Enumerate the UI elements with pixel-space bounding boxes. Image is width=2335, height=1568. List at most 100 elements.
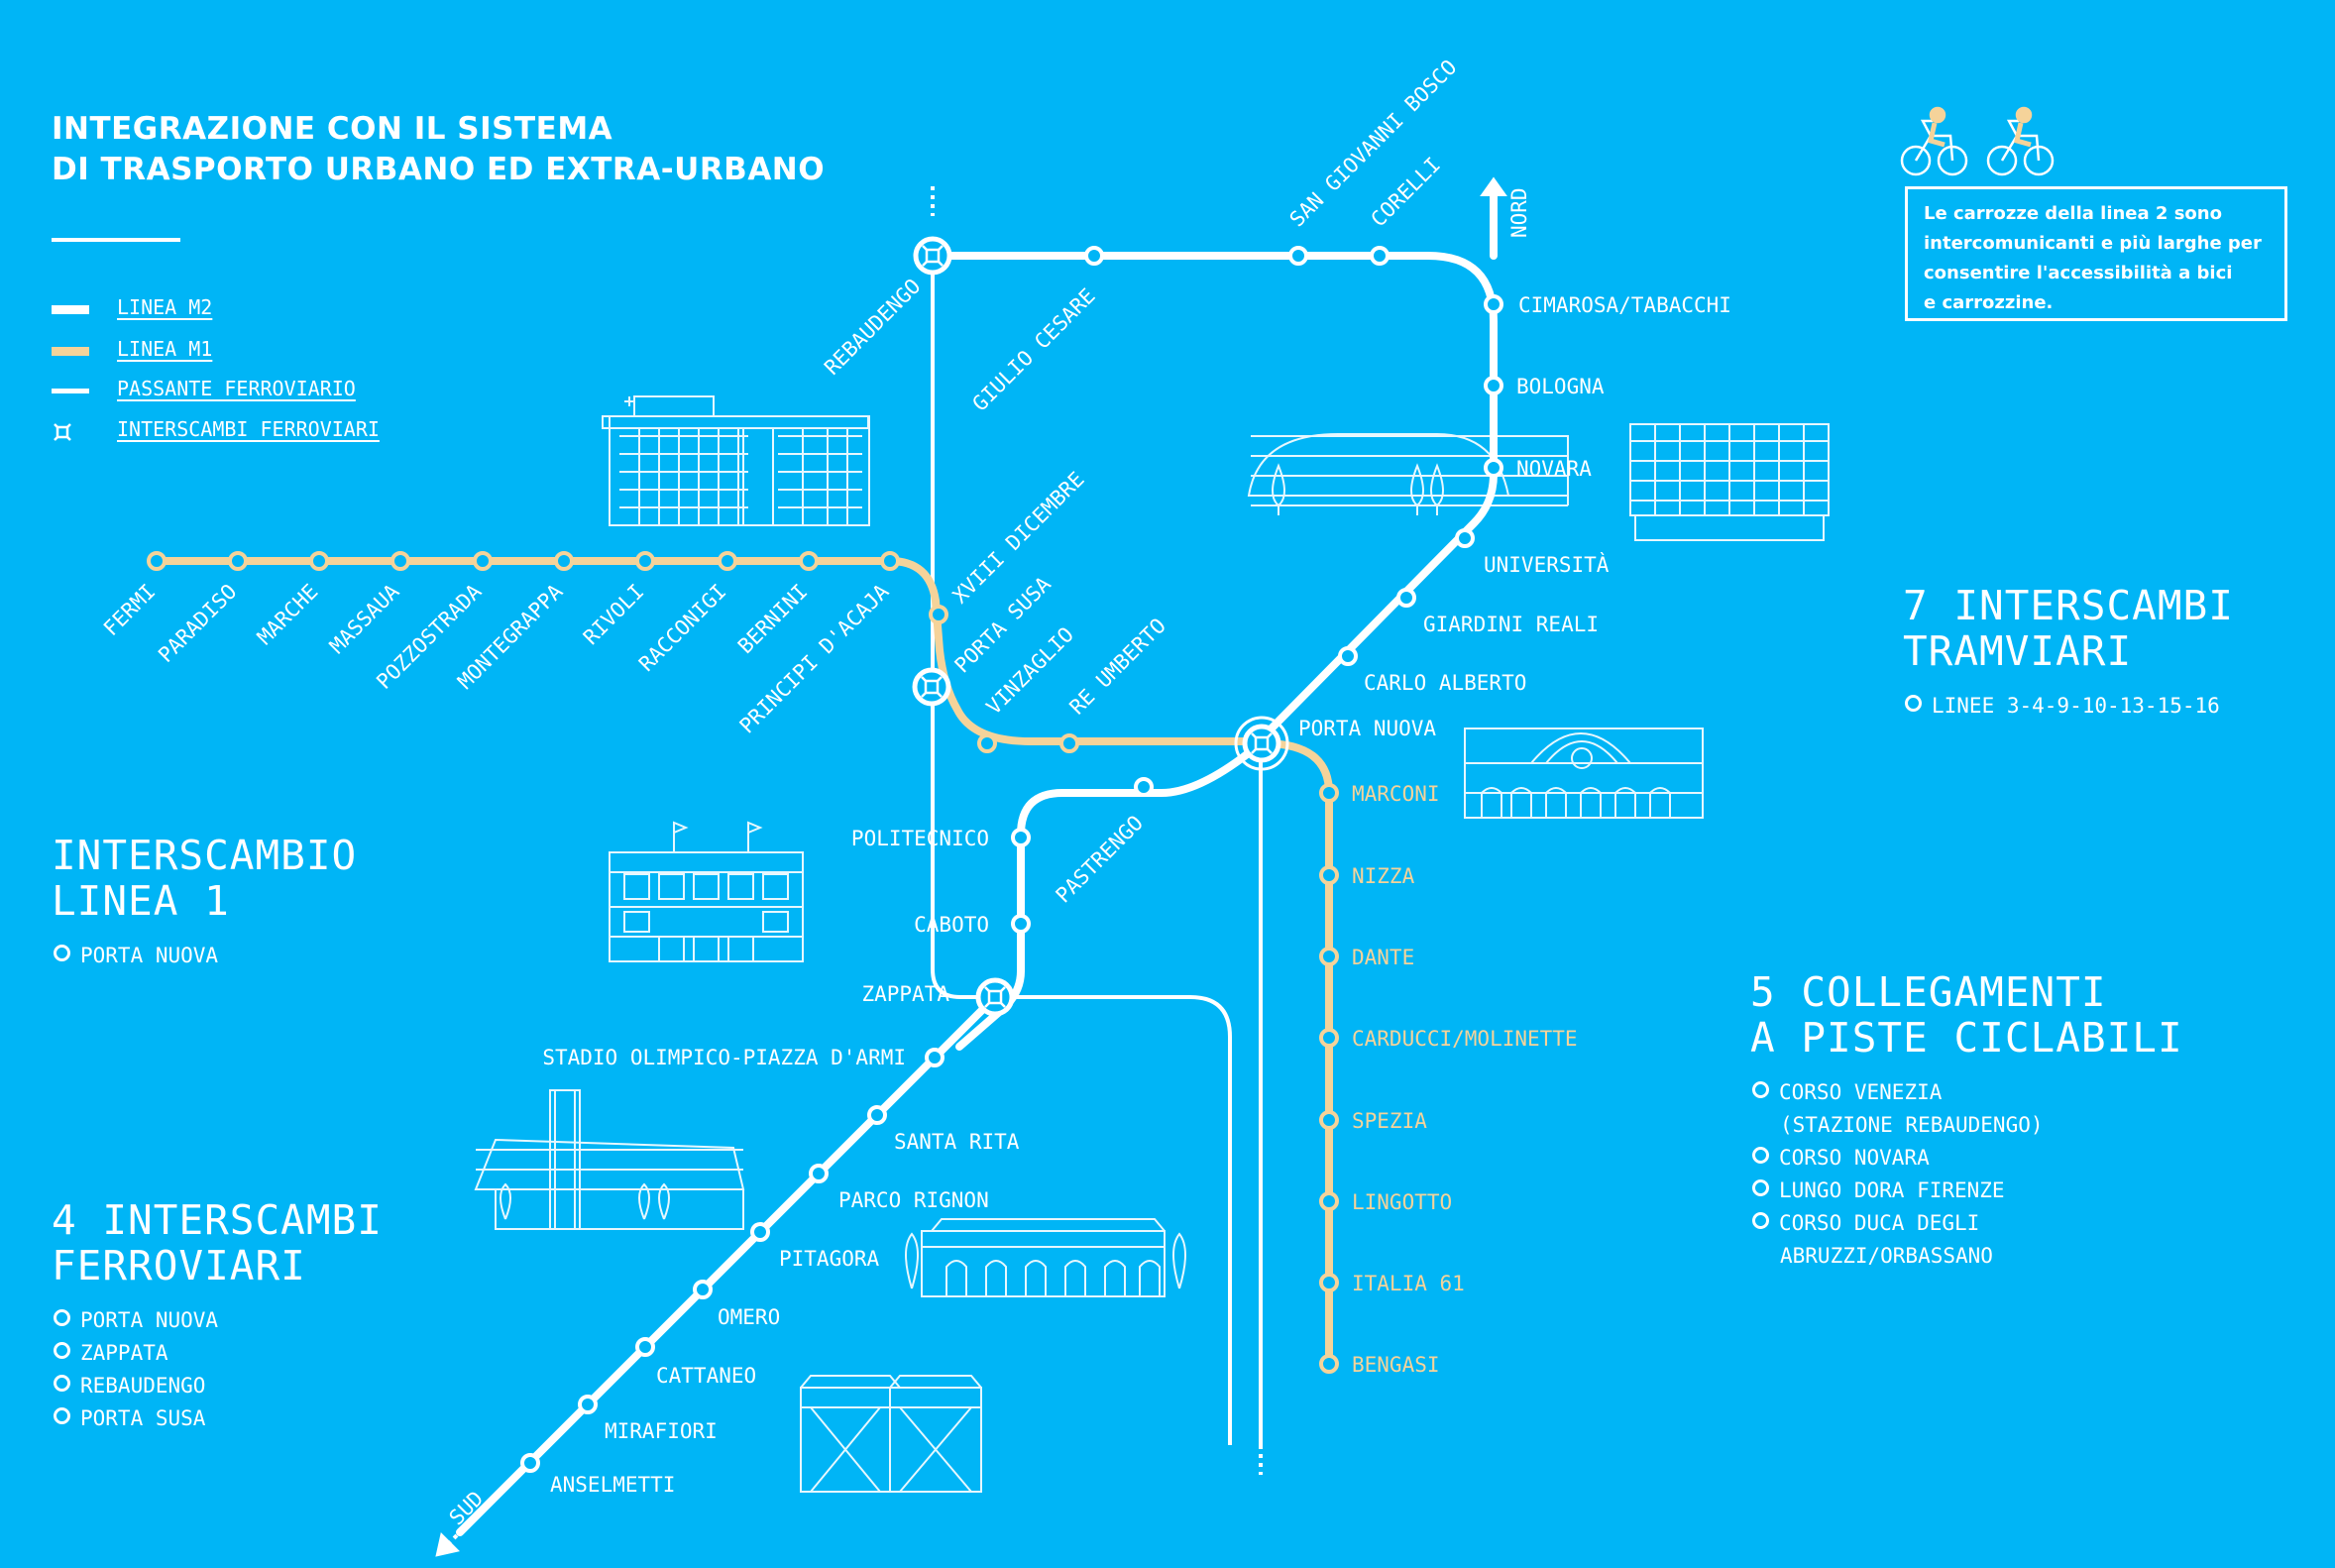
interscambi-tramviari-heading: 7 INTERSCAMBI TRAMVIARI	[1903, 583, 2234, 674]
station-stop-montegrappa[interactable]	[554, 551, 574, 571]
interchange-porta-nuova-icon[interactable]	[1234, 716, 1289, 771]
heading-line-2: LINEA 1	[52, 877, 230, 925]
bike-note-box: Le carrozze della linea 2 sono intercomu…	[1905, 186, 2287, 321]
station-stop-novara[interactable]	[1484, 458, 1503, 478]
station-label: PASTRENGO	[1052, 811, 1148, 907]
station-stop-cimarosa[interactable]	[1484, 294, 1503, 314]
direction-label-north: NORD	[1507, 187, 1531, 238]
station-label: REBAUDENGO	[820, 275, 925, 380]
list-item-label: CORSO NOVARA	[1779, 1146, 1930, 1170]
parco-rignon-building-icon	[905, 1218, 1186, 1297]
station-stop-politecnico[interactable]	[1011, 828, 1031, 847]
station-stop-pastrengo[interactable]	[1134, 777, 1154, 797]
list-item: CORSO NOVARA	[1752, 1146, 1930, 1170]
station-stop-giulio-cesare[interactable]	[1084, 246, 1104, 266]
politecnico-building-icon	[609, 821, 804, 962]
heading-line-1: 5 COLLEGAMENTI	[1750, 968, 2107, 1016]
list-item: PORTA NUOVA	[54, 1308, 218, 1332]
m2-line	[456, 192, 1498, 1536]
cyclists-icon	[1900, 106, 2055, 176]
station-label: SANTA RITA	[894, 1130, 1020, 1154]
station-stop-san-giovanni-bosco[interactable]	[1288, 246, 1308, 266]
station-stop-italia-61[interactable]	[1319, 1273, 1339, 1292]
station-stop-pozzostrada[interactable]	[473, 551, 493, 571]
title-line-1: INTEGRAZIONE CON IL SISTEMA	[52, 111, 613, 147]
station-stop-nizza[interactable]	[1319, 865, 1339, 885]
interchange-rebaudengo-icon[interactable]	[913, 236, 952, 276]
station-label: STADIO OLIMPICO-PIAZZA D'ARMI	[542, 1046, 906, 1069]
station-stop-bologna[interactable]	[1484, 376, 1503, 395]
station-label: MASSAUA	[325, 579, 404, 658]
bullet-icon	[1752, 1147, 1769, 1164]
station-stop-racconigi[interactable]	[718, 551, 737, 571]
station-stop-fermi[interactable]	[147, 551, 167, 571]
bike-note-line: e carrozzine.	[1924, 292, 2054, 313]
station-stop-santa-rita[interactable]	[867, 1105, 887, 1125]
list-item-label: CORSO DUCA DEGLI	[1779, 1211, 1980, 1235]
list-item: LUNGO DORA FIRENZE	[1752, 1178, 2005, 1202]
station-stop-marconi[interactable]	[1319, 783, 1339, 803]
station-stop-giardini-reali[interactable]	[1396, 588, 1416, 608]
station-label: CABOTO	[914, 913, 989, 937]
station-label: MARCONI	[1352, 782, 1440, 806]
station-stop-marche[interactable]	[309, 551, 329, 571]
station-stop-lingotto[interactable]	[1319, 1191, 1339, 1211]
passante-line-swatch-icon	[52, 389, 89, 393]
station-stop-paradiso[interactable]	[228, 551, 248, 571]
station-stop-cattaneo[interactable]	[635, 1337, 655, 1357]
list-item-continued: (STAZIONE REBAUDENGO)	[1780, 1113, 2044, 1137]
station-label: ITALIA 61	[1352, 1272, 1465, 1295]
bullet-icon	[1905, 695, 1922, 712]
station-stop-xviii-dicembre[interactable]	[929, 605, 948, 624]
bullet-icon	[54, 1407, 70, 1424]
station-label: CORELLI	[1367, 153, 1446, 232]
interchange-porta-susa-icon[interactable]	[912, 667, 951, 707]
bullet-icon	[1752, 1081, 1769, 1098]
station-label: SAN GIOVANNI BOSCO	[1285, 56, 1462, 232]
station-label: GIARDINI REALI	[1423, 613, 1599, 636]
bike-note-line: consentire l'accessibilità a bici	[1924, 263, 2233, 283]
station-stop-spezia[interactable]	[1319, 1110, 1339, 1130]
station-label: ANSELMETTI	[550, 1473, 675, 1497]
bullet-icon	[1752, 1179, 1769, 1196]
station-stop-vinzaglio[interactable]	[977, 733, 997, 753]
station-stop-corelli[interactable]	[1370, 246, 1390, 266]
station-label: CARDUCCI/MOLINETTE	[1352, 1027, 1578, 1051]
interscambio-linea1-heading: INTERSCAMBIO LINEA 1	[52, 833, 357, 924]
station-stop-anselmetti[interactable]	[520, 1453, 540, 1473]
station-stop-caboto[interactable]	[1011, 914, 1031, 934]
legend-label: PASSANTE FERROVIARIO	[117, 377, 356, 400]
horizontal-station-labels: CIMAROSA/TABACCHI BOLOGNA NOVARA UNIVERS…	[542, 293, 1731, 1497]
station-stop-carlo-alberto[interactable]	[1338, 646, 1358, 666]
station-stop-rivoli[interactable]	[635, 551, 655, 571]
interchange-zappata-icon[interactable]	[975, 977, 1015, 1017]
heading-line-2: A PISTE CICLABILI	[1750, 1014, 2183, 1062]
station-stop-re-umberto[interactable]	[1059, 733, 1079, 753]
station-label: CIMAROSA/TABACCHI	[1518, 293, 1731, 317]
station-label: NIZZA	[1352, 864, 1415, 888]
station-stop-pitagora[interactable]	[750, 1222, 770, 1242]
list-item-label: CORSO VENEZIA	[1779, 1080, 1943, 1104]
station-stop-carducci[interactable]	[1319, 1028, 1339, 1048]
title-divider	[52, 238, 180, 242]
station-stop-omero[interactable]	[693, 1280, 713, 1299]
station-stop-universita[interactable]	[1455, 528, 1475, 548]
station-label: OMERO	[718, 1305, 780, 1329]
station-label: RIVOLI	[579, 580, 649, 650]
station-stop-dante[interactable]	[1319, 947, 1339, 966]
station-label: BERNINI	[733, 580, 813, 659]
list-item-label: (STAZIONE REBAUDENGO)	[1780, 1113, 2044, 1137]
station-stop-mirafiori[interactable]	[578, 1395, 598, 1414]
direction-label-south: SUD	[445, 1487, 489, 1530]
station-stop-bengasi[interactable]	[1319, 1354, 1339, 1374]
station-stop-parco-rignon[interactable]	[809, 1164, 829, 1183]
heading-line-1: 7 INTERSCAMBI	[1903, 582, 2234, 629]
station-stop-stadio-olimpico[interactable]	[925, 1048, 945, 1067]
list-item-label: PORTA NUOVA	[80, 944, 219, 967]
station-stop-massaua[interactable]	[390, 551, 410, 571]
bike-note-line: Le carrozze della linea 2 sono	[1924, 203, 2222, 224]
bike-note-line: intercomunicanti e più larghe per	[1924, 233, 2262, 254]
station-stop-bernini[interactable]	[799, 551, 819, 571]
station-stop-principi-acaja[interactable]	[880, 551, 900, 571]
station-label: POLITECNICO	[851, 827, 989, 850]
